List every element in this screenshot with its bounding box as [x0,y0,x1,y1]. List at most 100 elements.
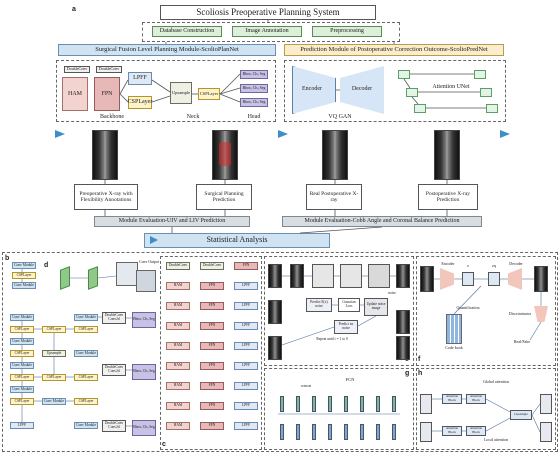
f-codebook: Code book [445,345,463,350]
g-layer-1-2 [280,424,284,440]
e-xray-5 [268,336,282,360]
b-mid-7: CSPLayer [74,398,98,405]
unet-block-3 [414,104,426,113]
f-disc-shape [534,306,548,322]
b-mid-3: Upsample [42,350,66,357]
pred-caption: Postoperative X-ray Prediction [418,184,478,210]
c-col1-box-5: HAM [166,342,190,350]
lower-panels-frame [2,252,558,452]
upsample-block: Upsample [170,82,192,104]
e-xray-7 [396,336,410,360]
g-layer-5-2 [344,424,348,440]
c-col2-box-8: FPN [200,402,224,410]
b-dconv-1: DoubleConv Conv2d [102,312,126,324]
scolioplannet-frame [56,60,276,122]
e-xray-3 [396,264,410,288]
attention-unet-label: Attention UNet [432,84,470,90]
b-right-1: Conv Module [74,314,98,321]
b-top-box-1: Conv Module [12,262,36,269]
e-noise-3 [368,264,390,288]
b-mid-1: CSPLayer [42,326,66,333]
decoder-label: Decoder [351,86,373,92]
module1-title: Surgical Fusion Level Planning Module-Sc… [58,44,276,56]
real-caption: Real Postoperative X-ray [306,184,362,210]
b-top-box-2: CSPLayer [12,272,36,279]
b-left-7: Conv Module [10,386,34,393]
g-layer-6-2 [360,424,364,440]
d-cube-2 [136,270,156,292]
c-col3-box-6: LPFF [234,362,258,370]
c-col3-box-5: LPFF [234,342,258,350]
eval2-bar: Module Evaluation-Cobb Angle and Coronal… [282,216,482,227]
c-col3-box-4: LPFF [234,322,258,330]
f-encoder-shape [440,268,454,290]
c-col1-box-3: HAM [166,302,190,310]
d-note: Conv Output [139,260,159,264]
backbone-doubleconv-1: DoubleConv [64,66,90,73]
g-layer-4-2 [328,424,332,440]
panel-c-frame [160,256,262,450]
head-item-2: Bbox, Cls, Seg [240,84,268,93]
b-mid-6: Conv Module [42,398,66,405]
b-top-box-3: Conv Module [12,282,36,289]
g-concat: concat [300,383,312,388]
e-xray-4 [268,300,282,324]
b-left-1: Conv Module [10,314,34,321]
b-mid-2: CSPLayer [74,326,98,333]
csp-block-1: CSPLayer [128,96,152,109]
g-layer-2-2 [296,424,300,440]
c-col1-box-9: HAM [166,422,190,430]
unet-block-2 [406,88,418,97]
e-xray-6 [396,310,410,334]
c-col2-box-6: FPN [200,362,224,370]
f-realfake: Real/Fake [513,339,531,344]
head-label: Head [247,114,261,120]
b-left-5: Conv Module [10,362,34,369]
panel-b-label: b [5,255,10,262]
g-layer-8-2 [392,424,396,440]
c-col2-box-1: DoubleConv [200,262,224,270]
h-block-5: Upsample [510,410,532,420]
h-input-1 [420,394,432,414]
h-input-2 [420,422,432,442]
module2-title: Prediction Module of Postoperative Corre… [284,44,504,56]
panel-a-label: a [72,6,76,13]
c-col1-box-2: HAM [166,282,190,290]
e-item-1: Predict E(x) noise [306,298,332,312]
f-quant: Quantification [456,305,480,310]
e-xray-2 [290,264,304,288]
c-col1-box-4: HAM [166,322,190,330]
c-col3-box-7: LPFF [234,382,258,390]
panel-f-label: f [418,356,421,363]
e-item-4: Predict xn noise [334,320,358,334]
c-col3-box-3: LPFF [234,302,258,310]
e-xray-1 [268,264,282,288]
backbone-doubleconv-2: DoubleConv [96,66,122,73]
f-zq-label: zq [492,263,496,268]
c-col2-box-4: FPN [200,322,224,330]
preop-caption: Preoperative X-ray with Flexibility Anno… [74,184,138,210]
unet-block-5 [480,88,492,97]
f-disc: Discriminator [508,311,532,316]
e-item-5: Repeat until t = 1 to 0 [316,337,348,341]
fpn-block: FPN [94,77,120,111]
c-col2-box-3: FPN [200,302,224,310]
b-dconv-2: DoubleConv Conv2d [102,364,126,376]
g-layer-5-1 [344,396,348,412]
g-layer-7-2 [376,424,380,440]
c-col3-box-1: FPN [234,262,258,270]
f-decoder-label: Decoder [509,261,523,266]
h-output-2 [540,422,552,442]
b-head-1: Bbox, Cls, Seg [132,312,156,328]
b-mid-5: CSPLayer [74,374,98,381]
e-item-6: noise [388,291,396,295]
b-left-2: CSPLayer [10,326,34,333]
g-layer-1-1 [280,396,284,412]
panel-g-label: g [405,370,410,377]
h-block-1: Attention Block [442,394,462,404]
surg-caption: Surgical Planning Prediction [196,184,252,210]
c-col2-box-5: FPN [200,342,224,350]
e-item-3: Update noise image [364,298,388,316]
f-decoder-shape [508,268,522,290]
